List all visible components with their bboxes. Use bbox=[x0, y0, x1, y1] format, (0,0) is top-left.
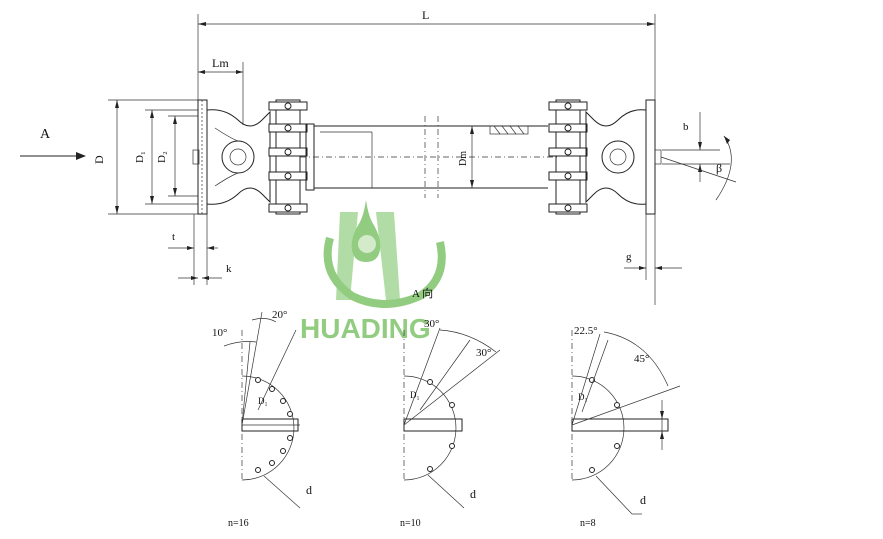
label-L: L bbox=[422, 8, 429, 22]
label-k: k bbox=[226, 263, 232, 275]
shaft-tube bbox=[300, 116, 560, 198]
flange-view-3: 22.5° 45° D₁ d n=8 bbox=[571, 325, 681, 529]
angle1-view1: 10° bbox=[212, 327, 227, 339]
label-t: t bbox=[172, 231, 175, 243]
dimension-g: g bbox=[624, 214, 682, 280]
dimension-D2: D₂ bbox=[156, 115, 198, 197]
angle2-view1: 20° bbox=[272, 309, 287, 321]
dimension-t: t bbox=[168, 214, 218, 285]
n-view3: n=8 bbox=[580, 518, 596, 529]
angle1-view2: 30° bbox=[424, 318, 439, 330]
n-view1: n=16 bbox=[228, 518, 249, 529]
label-Dm: Dm bbox=[458, 151, 469, 166]
label-b: b bbox=[683, 121, 689, 133]
view-A-label: A 向 bbox=[412, 286, 433, 300]
pcd-view3: D₁ bbox=[578, 392, 588, 402]
right-flange-plate bbox=[645, 99, 662, 305]
label-D: D bbox=[92, 155, 106, 164]
angle-beta: β bbox=[660, 135, 737, 201]
dimension-L: L bbox=[197, 8, 656, 100]
dimension-D1: D₁ bbox=[134, 109, 198, 205]
label-beta: β bbox=[716, 161, 722, 175]
label-g: g bbox=[626, 251, 632, 263]
hole-view3: d bbox=[640, 493, 646, 507]
left-yoke bbox=[206, 109, 271, 205]
angle2-view3: 45° bbox=[634, 353, 649, 365]
huading-logo: HUADING bbox=[300, 200, 446, 344]
angle1-view3: 22.5° bbox=[574, 325, 598, 337]
right-yoke bbox=[585, 109, 647, 205]
label-D2: D₂ bbox=[156, 151, 168, 163]
hole-view2: d bbox=[470, 487, 476, 501]
label-Lm: Lm bbox=[212, 56, 229, 70]
pcd-view1: D₁ bbox=[258, 396, 268, 406]
angle2-view2: 30° bbox=[476, 347, 491, 359]
pcd-view2: D₁ bbox=[410, 390, 420, 400]
flange-view-1: 10° 20° D₁ d n=16 bbox=[212, 309, 312, 529]
hole-view1: d bbox=[306, 483, 312, 497]
label-A: A bbox=[40, 127, 51, 142]
dimension-D: D bbox=[92, 99, 198, 215]
view-arrow-A: A bbox=[20, 127, 86, 160]
flange-view-2: 30° 30° D₁ d n=10 bbox=[400, 318, 501, 529]
dimension-k: k bbox=[178, 263, 232, 280]
left-flange-plate bbox=[192, 99, 208, 215]
label-D1: D₁ bbox=[134, 151, 146, 163]
n-view2: n=10 bbox=[400, 518, 421, 529]
dimension-Lm: Lm bbox=[198, 56, 244, 125]
dimension-Dm: Dm bbox=[458, 126, 474, 188]
logo-text: HUADING bbox=[300, 313, 431, 344]
right-flange-bolts bbox=[548, 99, 588, 215]
